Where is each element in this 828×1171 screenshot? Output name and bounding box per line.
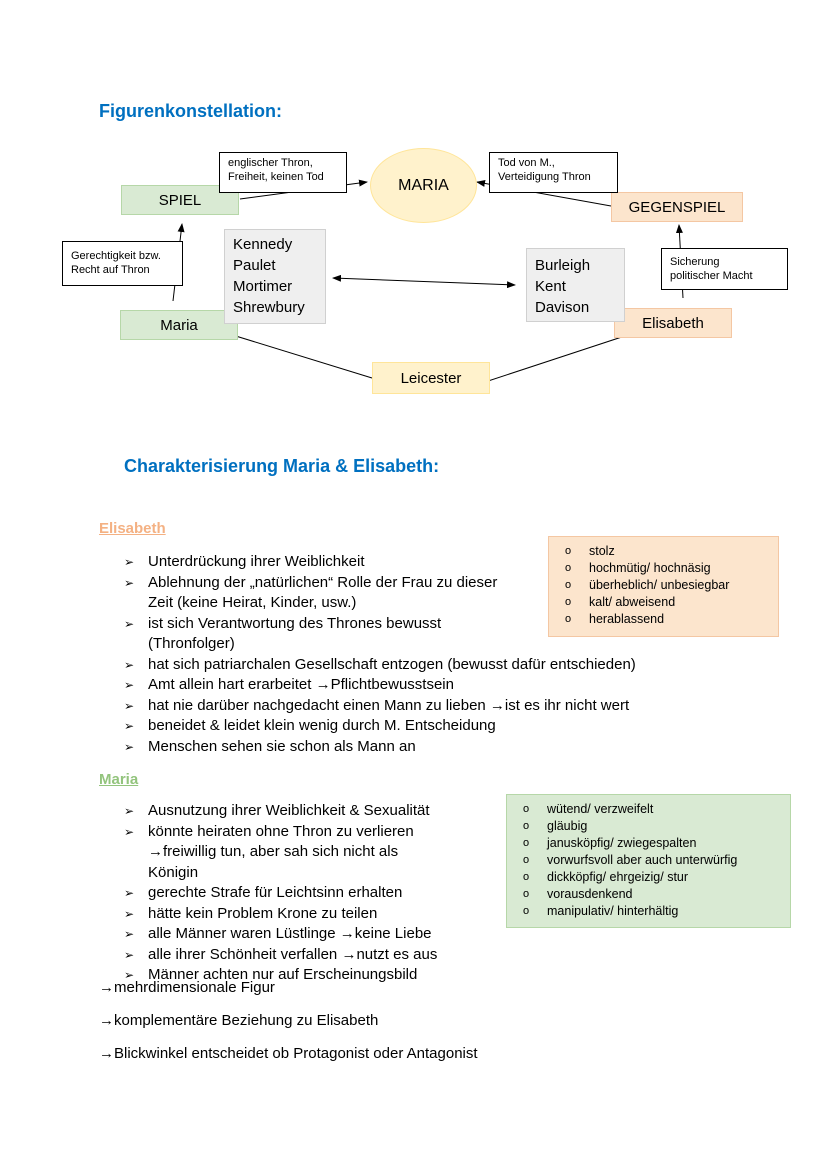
list-item: beneidet & leidet klein wenig durch M. E… xyxy=(124,716,704,737)
list-item: hat sich patriarchalen Gesellschaft entz… xyxy=(124,655,704,676)
list-item: Unterdrückung ihrer Weiblichkeit xyxy=(124,552,704,573)
note-line: Sicherung xyxy=(670,256,720,268)
ally-name: Burleigh xyxy=(535,257,591,274)
ally-name: Paulet xyxy=(233,257,276,274)
maria-node: Maria xyxy=(120,310,238,340)
elisabeth-traits: stolz hochmütig/ hochnäsig überheblich/ … xyxy=(559,543,768,628)
elisabeth-node: Elisabeth xyxy=(614,308,732,338)
trait-item: überheblich/ unbesiegbar xyxy=(559,577,768,594)
gegenspiel-node: GEGENSPIEL xyxy=(611,192,743,222)
list-item: Ausnutzung ihrer Weiblichkeit & Sexualit… xyxy=(124,801,504,822)
note-elisabeth: Sicherung politischer Macht xyxy=(661,248,788,290)
note-line: Recht auf Thron xyxy=(71,264,150,276)
list-item: hat nie darüber nachgedacht einen Mann z… xyxy=(124,696,704,717)
elisabeth-heading: Elisabeth xyxy=(99,520,166,537)
trait-item: manipulativ/ hinterhältig xyxy=(517,903,780,920)
elisabeth-allies-box: Burleigh Kent Davison xyxy=(526,248,625,322)
trait-item: vorausdenkend xyxy=(517,886,780,903)
list-item: Amt allein hart erarbeitet →Pflichtbewus… xyxy=(124,675,704,696)
elisabeth-points: Unterdrückung ihrer Weiblichkeit Ablehnu… xyxy=(124,552,704,757)
trait-item: wütend/ verzweifelt xyxy=(517,801,780,818)
list-item: könnte heiraten ohne Thron zu verlieren … xyxy=(124,822,448,884)
note-line: politischer Macht xyxy=(670,270,753,282)
trait-item: gläubig xyxy=(517,818,780,835)
note-maria: Gerechtigkeit bzw. Recht auf Thron xyxy=(62,241,183,286)
note-line: Gerechtigkeit bzw. xyxy=(71,250,161,262)
note-spiel: englischer Thron, Freiheit, keinen Tod xyxy=(219,152,347,193)
trait-item: herablassend xyxy=(559,611,768,628)
list-item: hätte kein Problem Krone zu teilen xyxy=(124,904,504,925)
list-item: Ablehnung der „natürlichen“ Rolle der Fr… xyxy=(124,573,498,614)
note-line: englischer Thron, xyxy=(228,157,313,169)
maria-traits-box: wütend/ verzweifelt gläubig janusköpfig/… xyxy=(506,794,791,928)
list-item: gerechte Strafe für Leichtsinn erhalten xyxy=(124,883,504,904)
arrow-allies-double xyxy=(332,274,516,289)
maria-allies-box: Kennedy Paulet Mortimer Shrewbury xyxy=(224,229,326,324)
trait-item: dickköpfig/ ehrgeizig/ stur xyxy=(517,869,780,886)
note-line: Tod von M., xyxy=(498,157,555,169)
conclusion-line: →komplementäre Beziehung zu Elisabeth xyxy=(99,1012,379,1029)
list-item: Männer achten nur auf Erscheinungsbild xyxy=(124,965,504,986)
ally-name: Mortimer xyxy=(233,278,293,295)
leicester-node: Leicester xyxy=(372,362,490,394)
list-item: alle Männer waren Lüstlinge →keine Liebe xyxy=(124,924,504,945)
ally-name: Kent xyxy=(535,278,566,295)
section-title: Charakterisierung Maria & Elisabeth: xyxy=(124,456,440,476)
ally-name: Shrewbury xyxy=(233,299,305,316)
list-item: Menschen sehen sie schon als Mann an xyxy=(124,737,704,758)
note-line: Freiheit, keinen Tod xyxy=(228,171,324,183)
ally-name: Davison xyxy=(535,299,590,316)
note-gegenspiel: Tod von M., Verteidigung Thron xyxy=(489,152,618,193)
trait-item: vorwurfsvoll aber auch unterwürfig xyxy=(517,852,780,869)
ally-name: Kennedy xyxy=(233,236,293,253)
trait-item: kalt/ abweisend xyxy=(559,594,768,611)
maria-points: Ausnutzung ihrer Weiblichkeit & Sexualit… xyxy=(124,801,504,986)
maria-center-node: MARIA xyxy=(370,148,477,223)
page-title: Figurenkonstellation: xyxy=(99,101,283,121)
trait-item: stolz xyxy=(559,543,768,560)
list-item: alle ihrer Schönheit verfallen →nutzt es… xyxy=(124,945,504,966)
maria-heading: Maria xyxy=(99,771,139,788)
list-item: ist sich Verantwortung des Thrones bewus… xyxy=(124,614,488,655)
spiel-node: SPIEL xyxy=(121,185,239,215)
trait-item: janusköpfig/ zwiegespalten xyxy=(517,835,780,852)
conclusion-line: →mehrdimensionale Figur xyxy=(99,979,275,996)
maria-traits: wütend/ verzweifelt gläubig janusköpfig/… xyxy=(517,801,780,920)
trait-item: hochmütig/ hochnäsig xyxy=(559,560,768,577)
conclusion-line: →Blickwinkel entscheidet ob Protagonist … xyxy=(99,1045,478,1062)
arrow-leicester-to-maria xyxy=(225,332,373,379)
note-line: Verteidigung Thron xyxy=(498,171,591,183)
arrow-leicester-to-elisabeth xyxy=(478,331,638,385)
elisabeth-traits-box: stolz hochmütig/ hochnäsig überheblich/ … xyxy=(548,536,779,637)
